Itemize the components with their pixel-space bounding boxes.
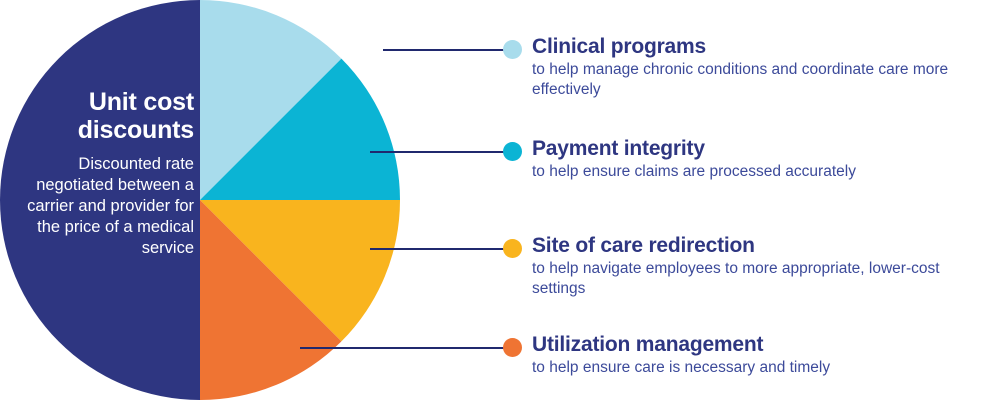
connector-line-payment-integrity — [370, 151, 505, 153]
pie-slice-unit-cost-discounts[interactable] — [0, 0, 200, 400]
legend-description-site-of-care-redirection: to help navigate employees to more appro… — [532, 260, 940, 297]
legend-title-site-of-care-redirection: Site of care redirection — [532, 234, 755, 257]
legend-item-utilization-management[interactable]: Utilization management to help ensure ca… — [532, 333, 830, 378]
legend-description-payment-integrity: to help ensure claims are processed accu… — [532, 163, 856, 181]
legend-title-payment-integrity: Payment integrity — [532, 137, 705, 160]
pie-slice-site-of-care-redirection[interactable] — [200, 200, 400, 342]
legend-dot-site-of-care-redirection[interactable] — [503, 239, 522, 258]
legend-item-site-of-care-redirection[interactable]: Site of care redirection to help navigat… — [532, 234, 942, 299]
pie-slice-clinical-programs[interactable] — [200, 0, 342, 200]
legend-item-clinical-programs[interactable]: Clinical programs to help manage chronic… — [532, 35, 962, 100]
legend-description-clinical-programs: to help manage chronic conditions and co… — [532, 61, 949, 98]
legend-title-clinical-programs: Clinical programs — [532, 35, 706, 58]
legend-dot-utilization-management[interactable] — [503, 338, 522, 357]
pie-slice-utilization-management[interactable] — [200, 200, 342, 400]
pie-chart — [0, 0, 400, 400]
legend-item-payment-integrity[interactable]: Payment integrity to help ensure claims … — [532, 137, 856, 182]
connector-line-site-of-care-redirection — [370, 248, 505, 250]
legend-title-utilization-management: Utilization management — [532, 333, 764, 356]
legend-dot-clinical-programs[interactable] — [503, 40, 522, 59]
legend-dot-payment-integrity[interactable] — [503, 142, 522, 161]
pie-slice-payment-integrity[interactable] — [200, 58, 400, 200]
connector-line-utilization-management — [300, 347, 505, 349]
connector-line-clinical-programs — [383, 49, 505, 51]
legend-description-utilization-management: to help ensure care is necessary and tim… — [532, 359, 831, 377]
